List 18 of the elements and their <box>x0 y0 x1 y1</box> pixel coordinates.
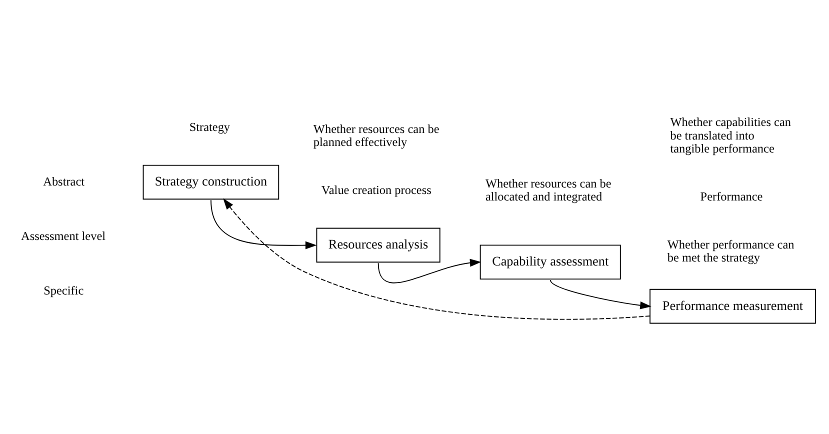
label: Specific <box>44 283 84 298</box>
arrow <box>378 258 482 284</box>
node-box: Resources analysis <box>316 228 440 263</box>
label: Whether capabilities can be translated into tangible performance <box>670 115 792 156</box>
node-box: Performance measurement <box>650 288 816 324</box>
label: Whether resources can be allocated and integrated <box>485 176 612 204</box>
label: Whether performance can be met the strategy <box>667 237 794 265</box>
label: Value creation process <box>321 182 432 197</box>
label: Abstract <box>43 174 85 188</box>
label: Assessment level <box>21 228 106 243</box>
node-box: Capability assessment <box>480 244 621 280</box>
label: Whether resources can be planned effectively <box>313 122 440 149</box>
label: Strategy <box>189 120 230 134</box>
arrow <box>210 200 317 250</box>
node-box: Strategy construction <box>142 164 280 200</box>
arrow <box>223 198 650 320</box>
arrow <box>550 280 652 310</box>
label: Performance <box>700 189 763 204</box>
